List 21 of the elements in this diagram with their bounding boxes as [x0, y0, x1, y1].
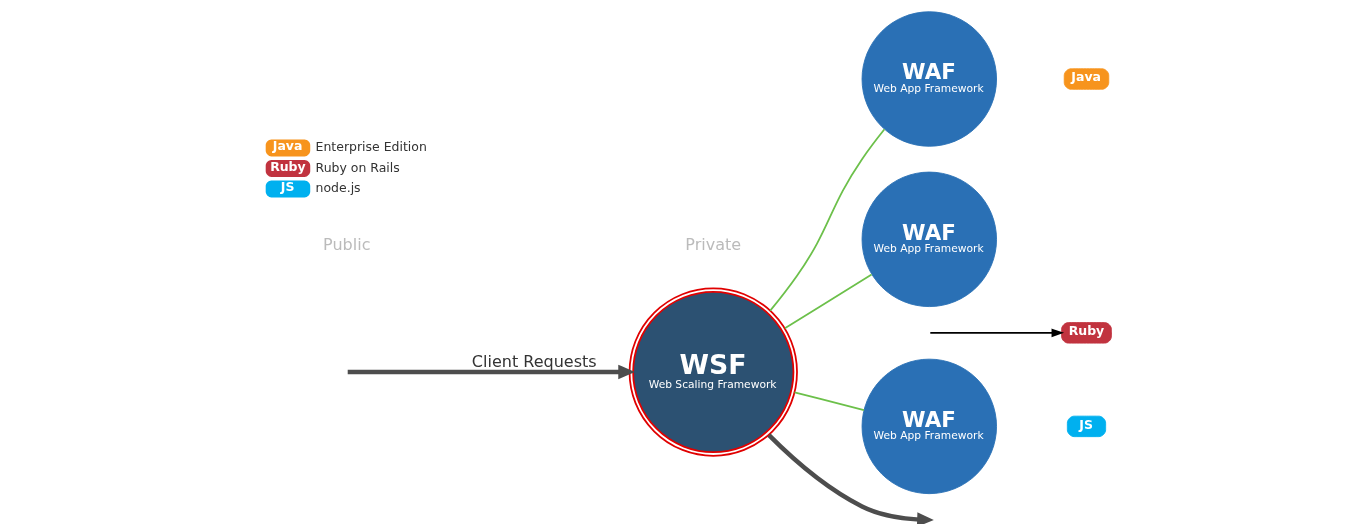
legend-label: Enterprise Edition	[315, 139, 427, 155]
arrow	[929, 328, 1065, 338]
label: Private	[685, 235, 742, 255]
connector	[793, 391, 865, 411]
arrow	[767, 433, 934, 524]
node-box: Java	[1063, 68, 1110, 90]
label: JS	[280, 179, 295, 195]
label: Java	[272, 138, 303, 154]
node-circle: WAF Web App Framework	[861, 171, 997, 308]
label: Ruby	[270, 158, 306, 174]
edge-label: Client Requests	[471, 352, 597, 372]
label: Public	[323, 235, 371, 255]
arrow	[347, 364, 635, 380]
legend-label: Ruby on Rails	[315, 159, 400, 175]
node-circle: WAF Web App Framework	[861, 358, 997, 495]
node-box: Ruby	[1061, 322, 1112, 344]
connector	[784, 273, 873, 330]
node-box: JS	[1066, 415, 1107, 438]
legend-label: node.js	[315, 180, 361, 196]
node-circle: WAF Web App Framework	[861, 11, 997, 147]
connector	[769, 128, 886, 312]
